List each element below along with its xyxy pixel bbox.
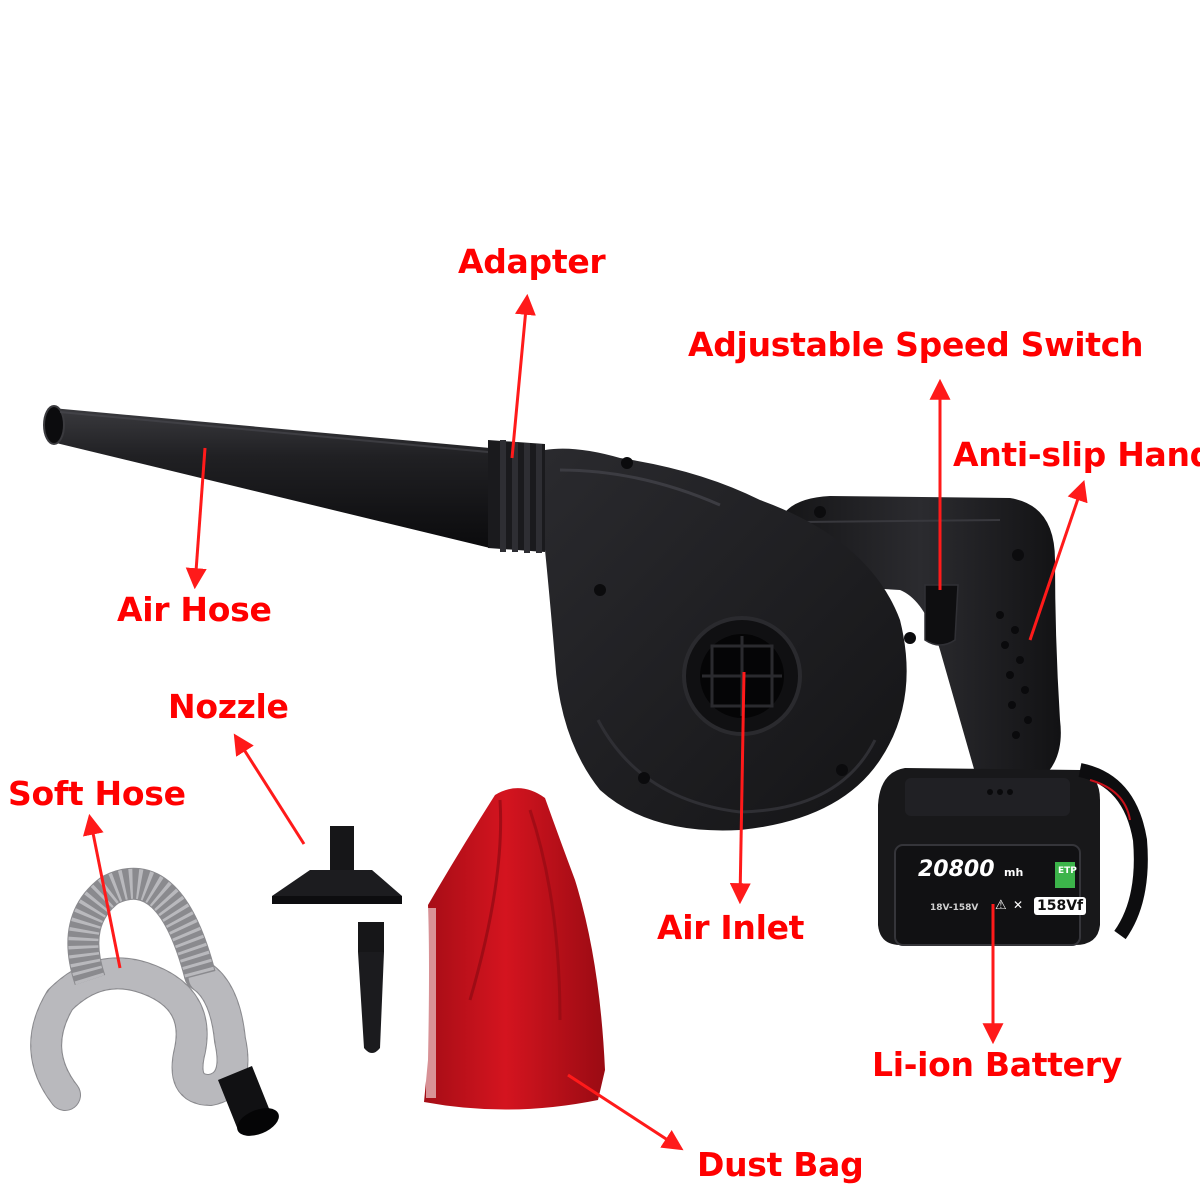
battery-voltage: 158Vf <box>1034 897 1087 915</box>
arrow-dust-bag <box>567 1073 684 1151</box>
battery-brand: ETP <box>1058 866 1077 876</box>
arrow-soft-hose <box>82 813 122 969</box>
battery-green-badge <box>1055 862 1075 888</box>
warning-triangle-icon: ⚠ <box>995 898 1007 913</box>
soft-hose <box>30 867 279 1136</box>
battery-capacity: 20800 <box>918 857 995 882</box>
label-anti-slip-handle: Anti-slip Handle <box>953 435 1200 474</box>
arrow-air-inlet <box>729 671 751 905</box>
battery-capacity-unit: mh <box>1004 866 1024 879</box>
label-soft-hose: Soft Hose <box>8 774 186 813</box>
label-air-hose: Air Hose <box>117 590 272 629</box>
arrow-handle <box>1028 480 1088 641</box>
arrow-adapter <box>510 293 536 459</box>
label-adapter: Adapter <box>458 242 606 281</box>
label-adjustable-speed-switch: Adjustable Speed Switch <box>688 325 1144 364</box>
no-bin-icon: ✕ <box>1013 898 1024 912</box>
arrow-air-hose <box>185 447 207 590</box>
label-nozzle: Nozzle <box>168 687 289 726</box>
arrow-nozzle <box>233 733 306 845</box>
nozzle <box>272 826 402 904</box>
dust-bag-shape <box>424 788 605 1110</box>
adapter <box>488 440 545 553</box>
battery-voltage-range: 18V-158V <box>930 903 979 913</box>
air-hose <box>43 405 490 548</box>
crevice-tool <box>358 922 384 1053</box>
label-dust-bag: Dust Bag <box>697 1145 864 1184</box>
callout-arrows <box>82 293 1088 1151</box>
label-air-inlet: Air Inlet <box>657 908 805 947</box>
label-li-ion-battery: Li-ion Battery <box>872 1045 1122 1084</box>
